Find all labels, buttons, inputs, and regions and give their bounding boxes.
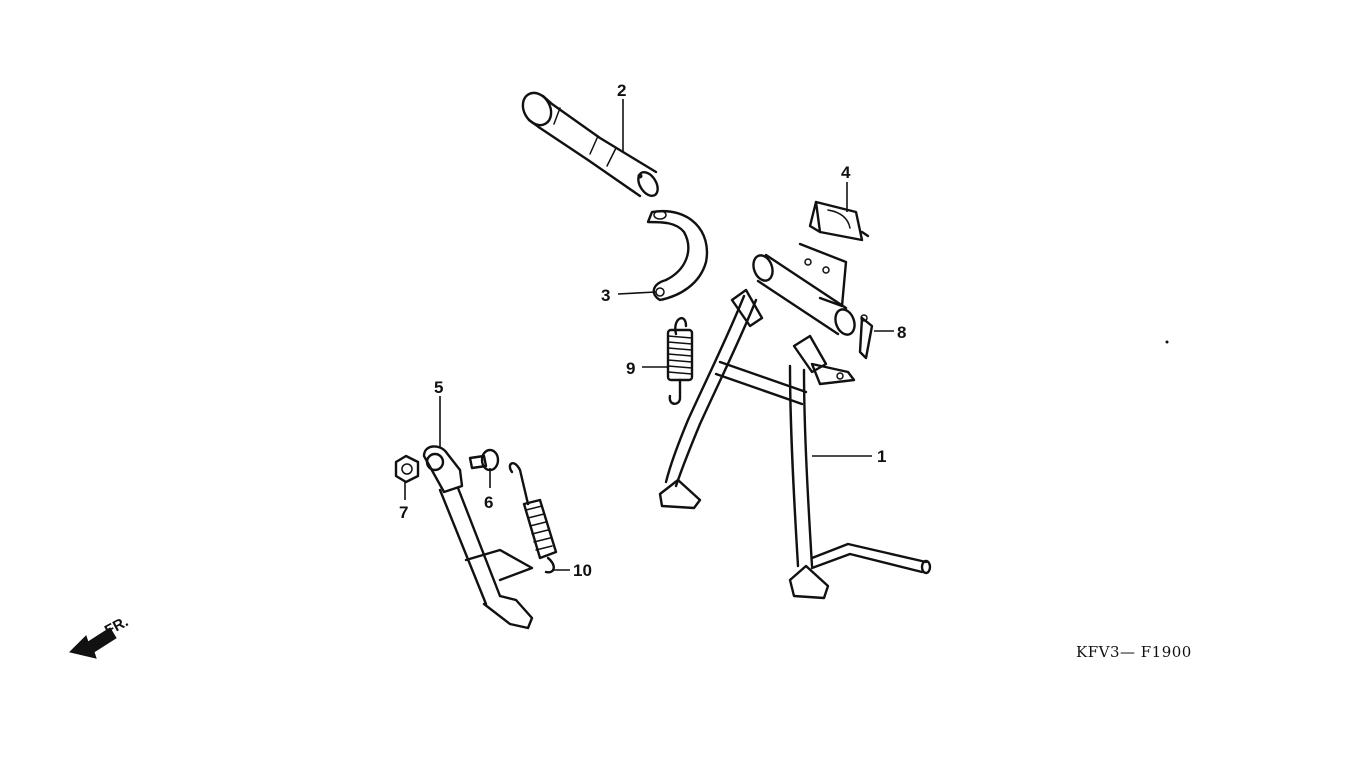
leader-line-3 [617, 291, 657, 295]
side-stand-nut [394, 454, 420, 484]
callout-1: 1 [877, 447, 886, 466]
callout-9: 9 [626, 359, 635, 378]
callout-6: 6 [484, 493, 493, 512]
side-stand [422, 445, 534, 630]
callout-10: 10 [573, 561, 592, 580]
callout-7: 7 [399, 503, 408, 522]
callout-5: 5 [434, 378, 443, 397]
callout-8: 8 [897, 323, 906, 342]
side-stand-bolt [468, 448, 500, 472]
callout-2: 2 [617, 81, 626, 100]
callout-3: 3 [601, 286, 610, 305]
front-direction-arrow-icon [69, 627, 117, 659]
pivot-pipe [521, 91, 659, 198]
drawing-code: KFV3— F1900 [1076, 643, 1192, 661]
main-stand [658, 242, 932, 600]
main-stand-spring [666, 316, 694, 405]
callout-4: 4 [841, 163, 851, 182]
stray-dot [1165, 340, 1169, 344]
cotter-pin [858, 314, 874, 360]
stopper-rubber [808, 200, 870, 242]
arm-plate [646, 209, 709, 302]
side-stand-spring [508, 462, 558, 574]
